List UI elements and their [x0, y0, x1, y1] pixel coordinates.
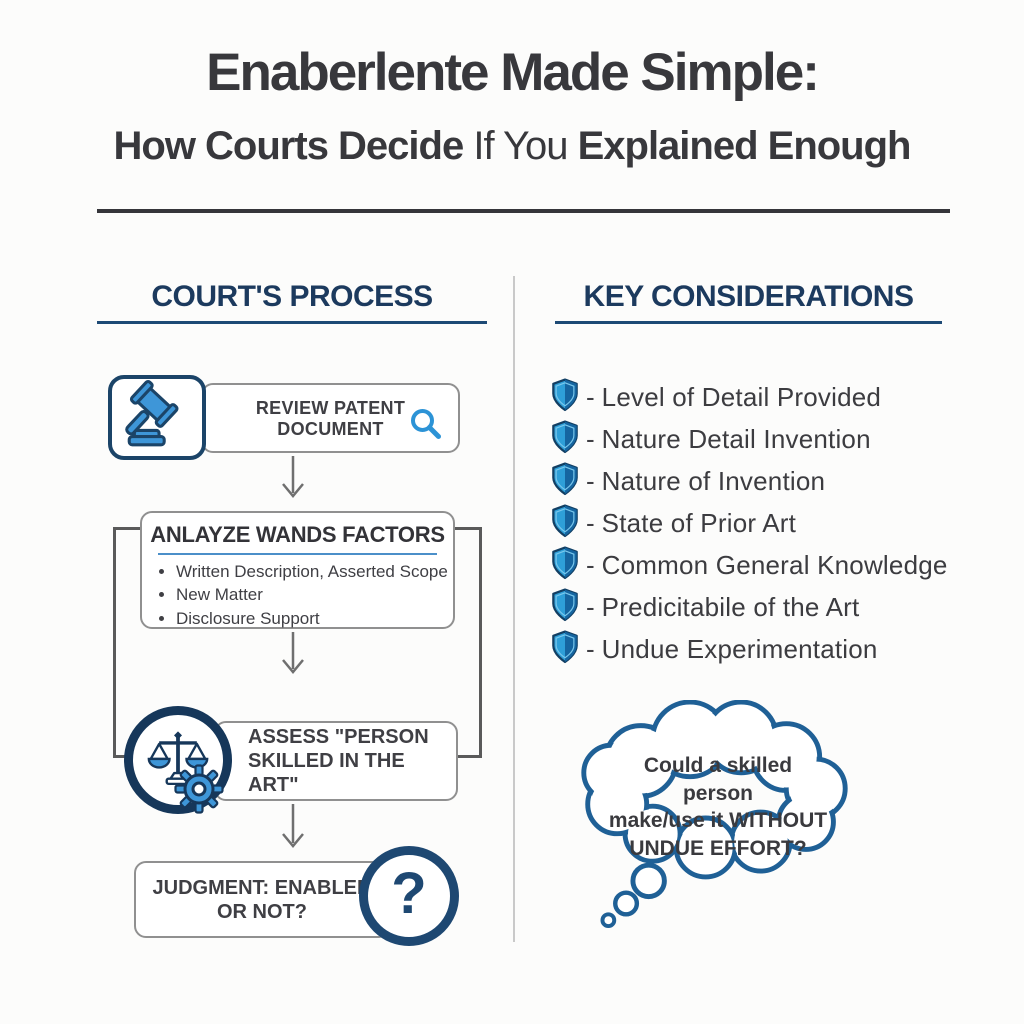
- list-item-label: Undue Experimentation: [601, 633, 878, 664]
- list-item: - Nature Detail Invention: [551, 418, 951, 460]
- wands-title: ANLAYZE WANDS FACTORS: [150, 522, 445, 547]
- shield-icon: [551, 629, 579, 669]
- subtitle-bold-1: How Courts Decide: [113, 124, 474, 168]
- wands-bullet: Written Description, Asserted Scope: [176, 561, 453, 583]
- subtitle-regular: If You: [473, 124, 578, 168]
- assess-line-2: SKILLED IN THE ART": [248, 750, 405, 796]
- gavel-badge: [108, 375, 206, 460]
- wands-bullet: Disclosure Support: [176, 608, 453, 630]
- thought-bubble: [572, 699, 857, 940]
- title-divider: [97, 209, 950, 213]
- page-subtitle: How Courts Decide If You Explained Enoug…: [0, 124, 1024, 169]
- list-item-label: Predicitabile of the Art: [601, 591, 860, 622]
- step-judgment-box: JUDGMENT: ENABLED OR NOT?: [134, 861, 390, 938]
- list-item-dash: -: [586, 465, 595, 496]
- shield-icon: [551, 461, 579, 501]
- list-item-dash: -: [586, 423, 595, 454]
- bubble-line-3: UNDUE EFFORT?: [629, 837, 807, 861]
- list-item: - State of Prior Art: [551, 502, 951, 544]
- step-assess-box: ASSESS "PERSON SKILLED IN THE ART": [214, 721, 458, 801]
- key-considerations-list: - Level of Detail Provided - Nature Deta…: [551, 376, 951, 670]
- judgment-line-2: OR NOT?: [217, 900, 307, 923]
- list-item-label: Common General Knowledge: [601, 549, 948, 580]
- bubble-line-2: make/use it WITHOUT: [608, 809, 828, 833]
- shield-icon: [551, 587, 579, 627]
- step-review-patent-box: REVIEW PATENT DOCUMENT: [201, 383, 460, 453]
- list-item-dash: -: [586, 549, 595, 580]
- list-item-label: Level of Detail Provided: [601, 381, 882, 412]
- list-item-dash: -: [586, 591, 595, 622]
- shield-icon: [551, 545, 579, 585]
- left-column-heading: COURT'S PROCESS: [151, 280, 433, 313]
- list-item: - Nature of Invention: [551, 460, 951, 502]
- thought-bubble-text: Could a skilled person make/use it WITHO…: [606, 752, 830, 863]
- magnifier-icon: [408, 406, 444, 447]
- list-item-label: Nature of Invention: [601, 465, 826, 496]
- bubble-line-1: Could a skilled person: [643, 754, 793, 805]
- list-item: - Common General Knowledge: [551, 544, 951, 586]
- right-column-heading: KEY CONSIDERATIONS: [583, 280, 914, 313]
- left-heading-underline: [97, 321, 487, 324]
- step-wands-box: ANLAYZE WANDS FACTORS Written Descriptio…: [140, 511, 455, 629]
- arrow-down-icon: [280, 456, 306, 511]
- subtitle-bold-2: Explained Enough: [577, 124, 912, 168]
- wands-bullet: New Matter: [176, 584, 453, 606]
- question-mark-icon: ?: [391, 860, 427, 926]
- assess-line-1: ASSESS "PERSON: [248, 726, 429, 748]
- question-badge: ?: [359, 846, 459, 946]
- step-review-label: REVIEW PATENT DOCUMENT: [255, 398, 406, 439]
- list-item-dash: -: [586, 633, 595, 664]
- list-item-dash: -: [586, 507, 595, 538]
- list-item: - Level of Detail Provided: [551, 376, 951, 418]
- gavel-icon: [121, 379, 193, 456]
- wands-bullet-list: Written Description, Asserted Scope New …: [142, 561, 453, 630]
- shield-icon: [551, 377, 579, 417]
- gear-icon: [174, 764, 224, 814]
- judgment-line-1: JUDGMENT: ENABLED: [152, 876, 372, 899]
- list-item: - Undue Experimentation: [551, 628, 951, 670]
- bracket-right: [454, 527, 482, 758]
- list-item: - Predicitabile of the Art: [551, 586, 951, 628]
- shield-icon: [551, 419, 579, 459]
- page-title: Enaberlente Made Simple:: [206, 43, 820, 102]
- shield-icon: [551, 503, 579, 543]
- wands-title-rule: [158, 553, 437, 555]
- arrow-down-icon: [280, 632, 306, 687]
- list-item-dash: -: [586, 381, 595, 412]
- column-divider: [513, 276, 515, 942]
- arrow-down-icon: [280, 804, 306, 861]
- list-item-label: State of Prior Art: [601, 507, 797, 538]
- right-heading-underline: [555, 321, 942, 324]
- list-item-label: Nature Detail Invention: [601, 423, 871, 454]
